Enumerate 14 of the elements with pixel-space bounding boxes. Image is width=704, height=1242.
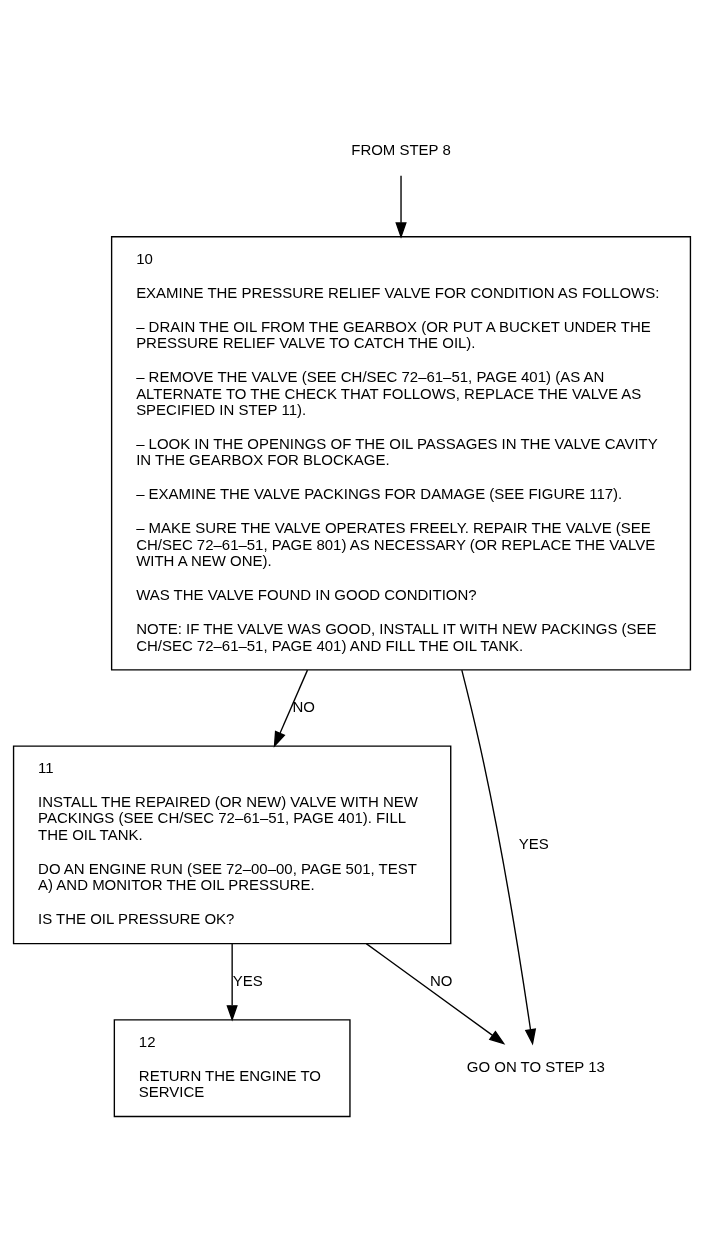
node-box: 11 INSTALL THE REPAIRED (OR NEW) VALVE WITH NEW PACKINGS (SEE CH/SEC 72–61–51, PAGE 401). FILL THE OIL TANK. DO AN ENGINE RUN (SEE 72–00–00, PAGE 501, TEST A) AND MONITOR THE OIL PRESSURE. IS THE OIL PRESSURE OK? — [12, 744, 452, 944]
edge-label: NO — [429, 971, 453, 989]
arrow — [226, 942, 238, 1021]
node-box: 12 RETURN THE ENGINE TO SERVICE — [113, 1018, 351, 1117]
node-text: FROM STEP 8 — [351, 140, 451, 158]
arrow — [461, 669, 537, 1045]
node-box: 10 EXAMINE THE PRESSURE RELIEF VALVE FOR CONDITION AS FOLLOWS: – DRAIN THE OIL FROM THE GEARBOX (OR PUT A BUCKET UNDER THE PRESSURE RELIEF VALVE TO CATCH THE OIL). – REMOVE THE VALVE (SEE CH/SEC 72–61–51, PAGE 401) (AS AN ALTERNATE TO THE CHECK THAT FOLLOWS, REPLACE THE VALVE AS SPECIFIED IN STEP 11). – LOOK IN THE OPENINGS OF THE OIL PASSAGES IN THE VALVE CAVITY IN THE GEARBOX FOR BLOCKAGE. – EXAMINE THE VALVE PACKINGS FOR DAMAGE (SEE FIGURE 117). – MAKE SURE THE VALVE OPERATES FREELY. REPAIR THE VALVE (SEE CH/SEC 72–61–51, PAGE 801) AS NECESSARY (OR REPLACE THE VALVE WITH A NEW ONE). WAS THE VALVE FOUND IN GOOD CONDITION? NOTE: IF THE VALVE WAS GOOD, INSTALL IT WITH NEW PACKINGS (SEE CH/SEC 72–61–51, PAGE 401) AND FILL THE OIL TANK. — [110, 235, 692, 671]
node-text: GO ON TO STEP 13 — [466, 1057, 605, 1075]
edge-label: YES — [232, 971, 263, 989]
arrow — [365, 942, 506, 1045]
edge-label: YES — [518, 834, 549, 852]
edge-label: NO — [292, 697, 315, 715]
arrow — [395, 174, 407, 239]
arrow — [273, 668, 309, 748]
